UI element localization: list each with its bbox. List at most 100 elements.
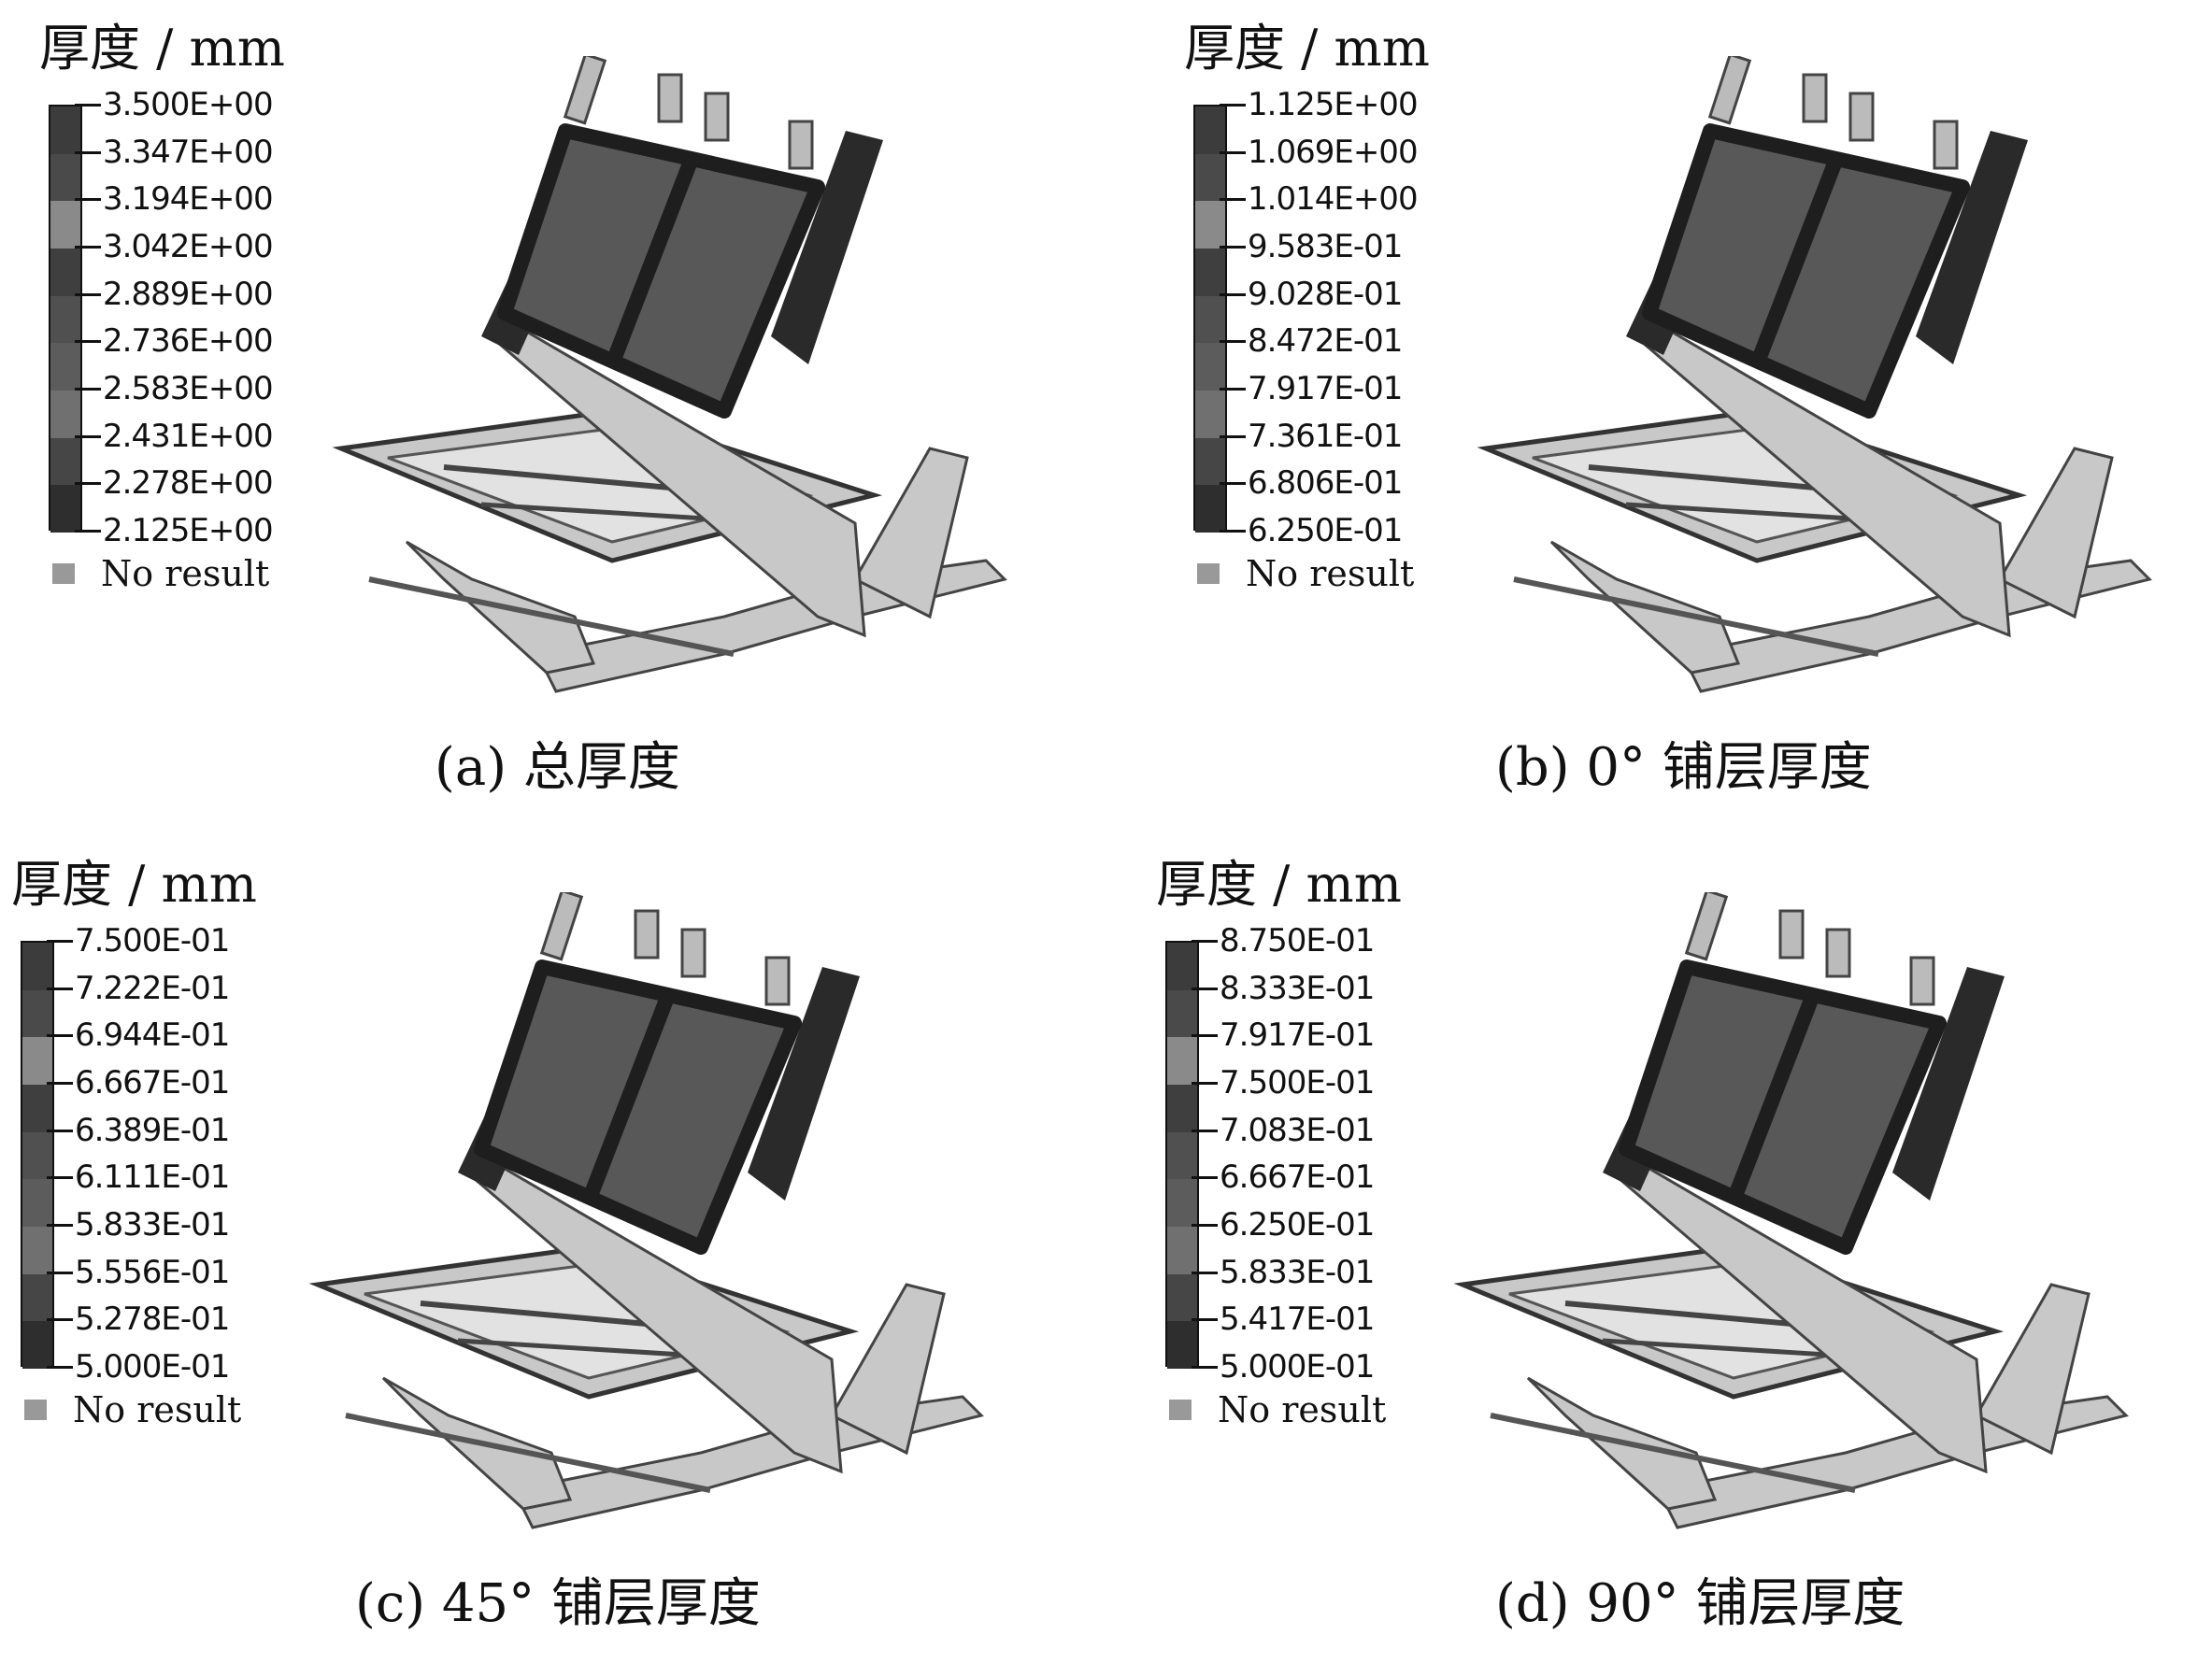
- legend-tick: [75, 104, 101, 107]
- legend-tick: [47, 1129, 73, 1132]
- legend-tick: [47, 940, 73, 943]
- legend-tick-label: 6.250E-01: [1248, 512, 1403, 549]
- legend-tick: [1192, 1034, 1218, 1038]
- headrest-bracket: [1778, 909, 1805, 959]
- headrest-bracket: [680, 928, 706, 978]
- no-result-swatch: [52, 563, 75, 584]
- headrest-bracket: [1802, 73, 1828, 123]
- legend-tick-label: 2.889E+00: [103, 275, 274, 313]
- backrest-side-frame: [771, 131, 883, 364]
- legend-tick: [75, 292, 101, 296]
- legend-tick-label: 7.222E-01: [75, 969, 230, 1007]
- legend-tick-label: 5.000E-01: [1220, 1348, 1375, 1386]
- legend-color-bar: [1165, 941, 1199, 1369]
- no-result-label: No result: [101, 553, 270, 594]
- legend-tick: [47, 1224, 73, 1227]
- headrest-bracket: [1707, 56, 1752, 125]
- legend-segment: [22, 1085, 52, 1132]
- backrest-divider: [581, 992, 676, 1203]
- seat-model-image: [308, 892, 984, 1529]
- no-result-swatch: [1197, 563, 1220, 584]
- backrest-panel: [497, 123, 825, 419]
- legend-tick: [47, 1366, 73, 1369]
- legend-tick: [1220, 434, 1246, 438]
- legend-tick-label: 5.417E-01: [1220, 1301, 1375, 1339]
- legend-tick-label: 2.583E+00: [103, 370, 274, 407]
- legend-segment: [1195, 485, 1225, 533]
- legend-tick: [1192, 1366, 1218, 1369]
- legend-segment: [22, 1273, 52, 1322]
- legend-tick: [75, 530, 101, 533]
- seat-model-image: [332, 56, 1007, 693]
- legend-tick-label: 8.472E-01: [1248, 322, 1403, 361]
- color-legend: 8.750E-01 8.333E-01 7.917E-01 7.500E-01 7.08…: [1165, 925, 1446, 1430]
- legend-tick-label: 8.333E-01: [1220, 969, 1375, 1007]
- legend-tick-label: 2.431E+00: [103, 417, 274, 455]
- legend-tick-label: 7.083E-01: [1220, 1111, 1375, 1149]
- legend-segment: [1167, 1131, 1197, 1180]
- legend-tick-label: 7.361E-01: [1248, 417, 1403, 455]
- legend-tick: [75, 388, 101, 391]
- legend-tick: [1220, 530, 1246, 533]
- legend-tick: [1192, 987, 1218, 990]
- legend-tick: [75, 150, 101, 154]
- legend-tick-label: 6.389E-01: [75, 1111, 230, 1149]
- legend-tick-label: 7.500E-01: [1220, 1064, 1375, 1102]
- headrest-bracket: [788, 120, 814, 170]
- legend-tick-label: 9.583E-01: [1248, 228, 1403, 265]
- no-result-entry: No result: [52, 553, 269, 594]
- legend-tick-label: 7.500E-01: [75, 922, 230, 959]
- legend-segment: [50, 295, 80, 344]
- no-result-entry: No result: [1197, 553, 1414, 594]
- legend-tick: [75, 198, 101, 202]
- legend-tick: [1192, 1082, 1218, 1085]
- legend-tick-label: 2.125E+00: [103, 512, 274, 549]
- legend-segment: [1167, 989, 1197, 1038]
- unit-label: 厚度 / mm: [39, 19, 285, 78]
- headrest-bracket: [1848, 92, 1875, 142]
- legend-tick-label: 5.000E-01: [75, 1348, 230, 1386]
- unit-label: 厚度 / mm: [1156, 855, 1402, 914]
- seat-model-image: [1477, 56, 2152, 693]
- legend-segment: [1167, 1321, 1197, 1369]
- legend-tick-label: 3.042E+00: [103, 228, 274, 265]
- legend-tick-label: 6.806E-01: [1248, 464, 1403, 503]
- legend-segment: [50, 201, 80, 249]
- legend-tick-label: 7.917E-01: [1220, 1016, 1375, 1055]
- legend-tick-label: 1.125E+00: [1248, 86, 1419, 123]
- legend-color-bar: [49, 105, 82, 533]
- legend-tick-label: 2.736E+00: [103, 322, 274, 361]
- legend-tick-label: 5.833E-01: [1220, 1253, 1375, 1291]
- legend-tick: [1220, 388, 1246, 391]
- legend-segment: [50, 391, 80, 438]
- legend-tick: [75, 340, 101, 344]
- legend-segment: [22, 1227, 52, 1274]
- legend-tick: [1220, 246, 1246, 249]
- headrest-bracket: [1684, 892, 1729, 961]
- legend-tick: [47, 1271, 73, 1274]
- backrest-panel: [1619, 959, 1947, 1255]
- legend-tick-label: 8.750E-01: [1220, 922, 1375, 959]
- no-result-label: No result: [1218, 1389, 1387, 1430]
- panel-d: 厚度 / mm 8.750E-01 8.333E-01 7.917E-01 7.500…: [1145, 836, 2212, 1663]
- legend-segment: [50, 249, 80, 296]
- legend-segment: [22, 1321, 52, 1369]
- backrest-divider: [1726, 992, 1820, 1203]
- legend-tick: [1192, 940, 1218, 943]
- legend-tick-label: 6.667E-01: [75, 1064, 230, 1102]
- headrest-bracket: [704, 92, 730, 142]
- legend-tick: [47, 1082, 73, 1085]
- headrest-bracket: [1825, 928, 1851, 978]
- legend-tick: [1220, 482, 1246, 486]
- legend-tick-label: 6.250E-01: [1220, 1206, 1375, 1244]
- backrest-panel: [474, 959, 802, 1255]
- legend-tick-label: 6.111E-01: [75, 1158, 230, 1197]
- seat-crossbar: [1513, 576, 1879, 657]
- legend-tick-label: 2.278E+00: [103, 464, 274, 503]
- legend-tick: [1220, 340, 1246, 344]
- legend-tick-label: 6.667E-01: [1220, 1158, 1375, 1197]
